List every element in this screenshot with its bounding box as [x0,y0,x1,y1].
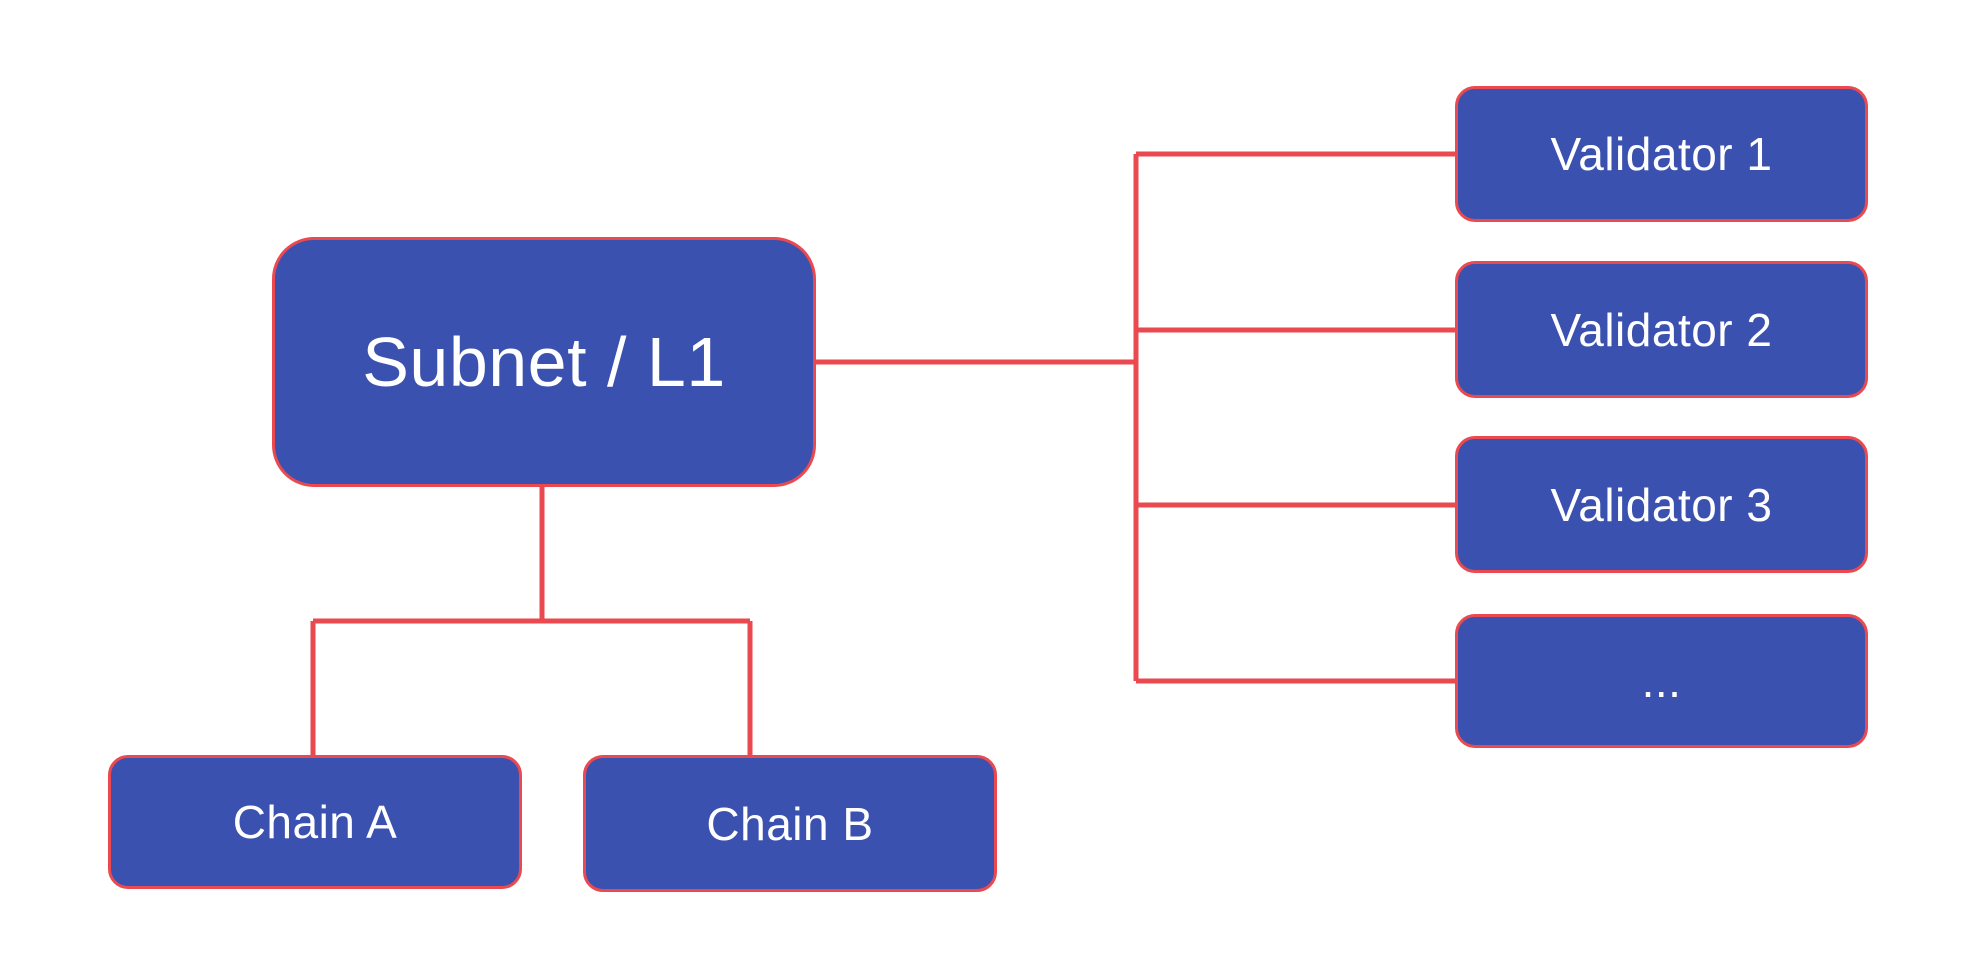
node-validator-3: Validator 3 [1455,436,1868,573]
node-chain-a: Chain A [108,755,522,889]
node-validator-1: Validator 1 [1455,86,1868,222]
node-chain-b: Chain B [583,755,997,892]
node-validator-more-label: ... [1641,655,1682,707]
node-validator-2: Validator 2 [1455,261,1868,398]
node-validator-1-label: Validator 1 [1550,128,1773,180]
node-subnet-label: Subnet / L1 [362,323,726,401]
node-subnet: Subnet / L1 [272,237,816,487]
node-chain-a-label: Chain A [232,796,398,848]
node-validator-more: ... [1455,614,1868,748]
node-chain-b-label: Chain B [706,797,874,850]
chain-tree-edges [310,487,753,755]
validator-tree-edges [816,151,1455,684]
node-validator-2-label: Validator 2 [1550,303,1773,356]
node-validator-3-label: Validator 3 [1550,478,1773,531]
